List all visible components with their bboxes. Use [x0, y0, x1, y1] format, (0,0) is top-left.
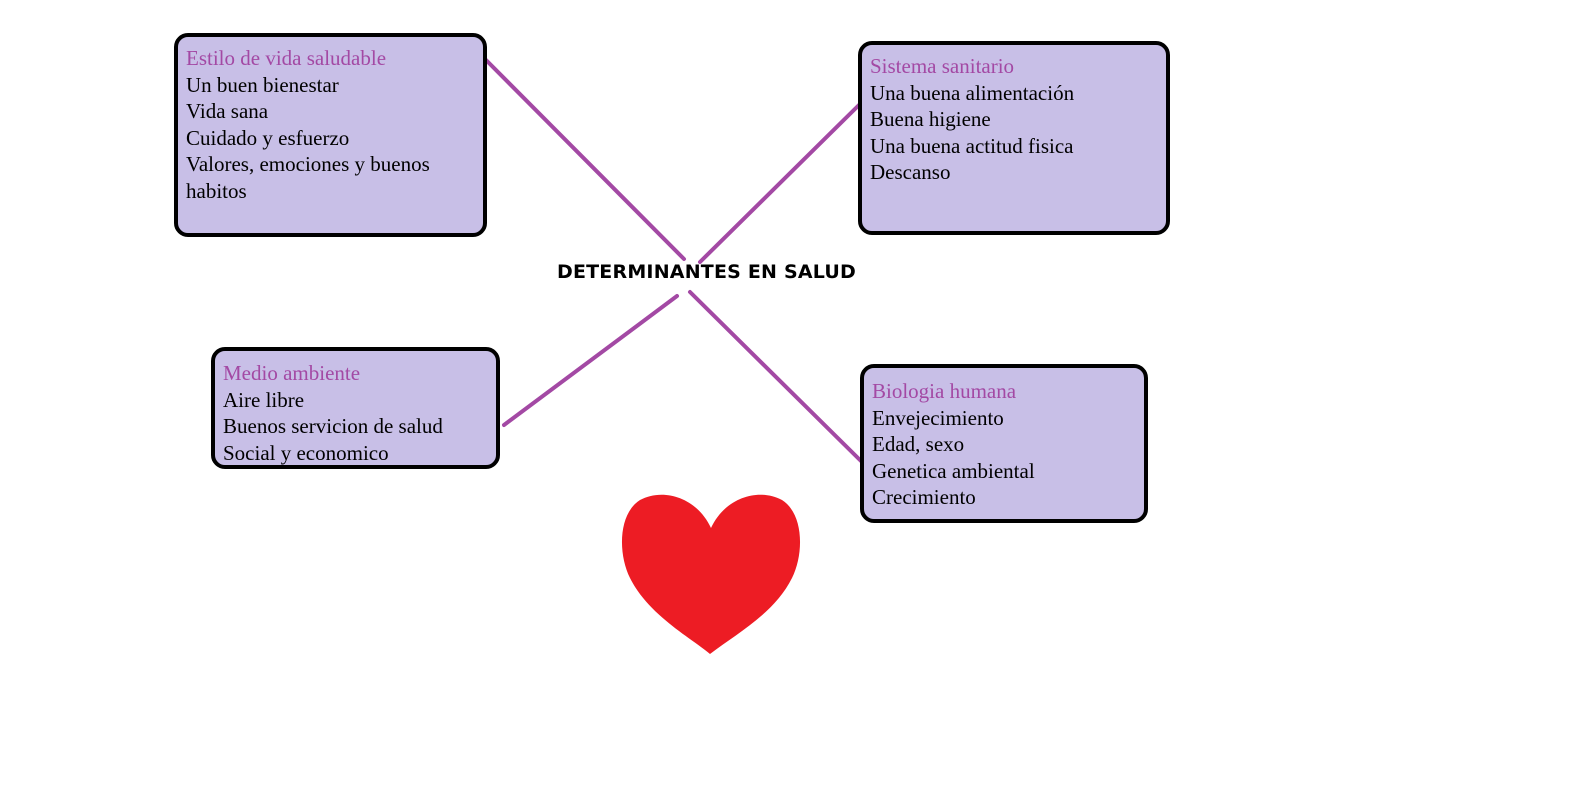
node-item: Una buena alimentación	[870, 80, 1075, 105]
node-item: Envejecimiento	[872, 405, 1004, 430]
node-item: Valores, emociones y buenos habitos	[186, 152, 430, 203]
node-medio-ambiente: Medio ambiente Aire libre Buenos servici…	[211, 347, 500, 469]
node-sistema-sanitario: Sistema sanitario Una buena alimentación…	[858, 41, 1170, 235]
node-item: Cuidado y esfuerzo	[186, 125, 350, 150]
node-item: Buenos servicion de salud	[223, 414, 443, 438]
node-item: Aire libre	[223, 387, 305, 412]
node-item: Descanso	[870, 160, 951, 184]
center-title: DETERMINANTES EN SALUD	[557, 261, 856, 283]
node-item: Social y economico	[223, 440, 389, 465]
node-item: Crecimiento	[872, 485, 976, 509]
node-item: Genetica ambiental	[872, 458, 1035, 483]
connector-biologia-humana	[688, 290, 864, 464]
node-item: Una buena actitud fisica	[870, 133, 1074, 158]
node-item: Buena higiene	[870, 107, 991, 131]
node-title: Medio ambiente	[223, 361, 361, 385]
node-title: Biologia humana	[872, 379, 1017, 403]
node-estilo-de-vida-saludable: Estilo de vida saludable Un buen bienest…	[174, 33, 487, 237]
node-title: Sistema sanitario	[870, 54, 1015, 78]
node-item: Un buen bienestar	[186, 72, 339, 97]
node-item: Edad, sexo	[872, 432, 965, 456]
node-title: Estilo de vida saludable	[186, 46, 387, 70]
connector-medio-ambiente	[502, 294, 679, 427]
node-item: Vida sana	[186, 99, 269, 123]
connector-estilo-de-vida	[482, 56, 686, 261]
connector-sistema-sanitario	[698, 102, 862, 264]
heart-icon	[621, 494, 801, 654]
node-biologia-humana: Biologia humana Envejecimiento Edad, sex…	[860, 364, 1148, 523]
